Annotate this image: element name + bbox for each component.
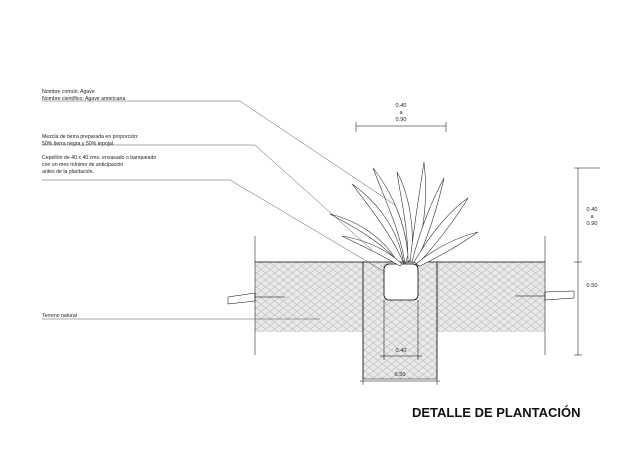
note-terrain: Terreno natural: [42, 313, 77, 319]
agave-plant-illustration: [329, 161, 479, 267]
note-root-2: con un mes mínimo de anticipación: [42, 162, 123, 168]
drawing-title: DETALLE DE PLANTACIÓN: [412, 405, 581, 420]
note-plant-scientific: Nombre científico: Agave americana: [42, 96, 125, 102]
inner-width-dim: 0.40: [396, 348, 407, 354]
bottom-dimensions: 0.40 0.50: [360, 300, 440, 385]
right-dimension: 0.40 a 0.90 0.50: [574, 167, 600, 356]
root-ball: [383, 263, 419, 301]
note-soil-2: 50% tierra negra y 50% tepojal.: [42, 141, 114, 147]
note-plant-common: Nombre común: Agave: [42, 89, 95, 95]
leader-lines: [42, 100, 396, 320]
right-dim-depth: 0.50: [587, 283, 598, 289]
top-dim-2: 0.90: [396, 117, 407, 123]
plant-name-note: Nombre común: Agave Nombre científico: A…: [42, 89, 125, 102]
top-dim-a: a: [399, 110, 403, 116]
ground-break-right: [515, 290, 575, 301]
ground-break-left: [227, 292, 285, 305]
note-root-3: antes de la plantación.: [42, 169, 94, 175]
note-root-1: Cepellón de 40 x 40 cms. envasado o banq…: [42, 155, 156, 161]
outer-width-dim: 0.50: [395, 372, 406, 378]
right-dim-2: 0.90: [587, 221, 598, 227]
right-dim-1: 0.40: [587, 207, 598, 213]
right-dim-a: a: [590, 214, 594, 220]
top-dimension: 0.40 a 0.90: [355, 103, 447, 132]
soil-layer: [254, 236, 546, 380]
soil-mix-note: Mezcla de tierra preparada en proporción…: [42, 134, 139, 147]
note-soil-1: Mezcla de tierra preparada en proporción…: [42, 134, 139, 140]
top-dim-1: 0.40: [396, 103, 407, 109]
root-ball-note: Cepellón de 40 x 40 cms. envasado o banq…: [42, 155, 156, 175]
